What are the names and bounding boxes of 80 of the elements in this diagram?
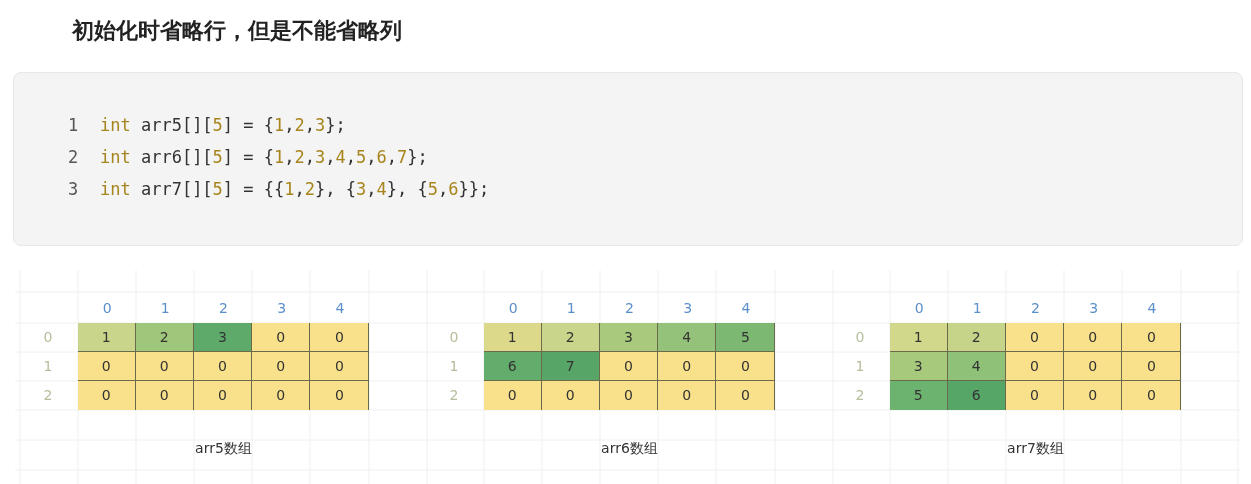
row-index: 1 — [854, 358, 866, 374]
row-index: 0 — [448, 329, 460, 345]
table-cell: 5 — [889, 380, 948, 410]
column-index: 1 — [565, 300, 577, 316]
table-cell: 0 — [1122, 380, 1181, 410]
table-cell: 0 — [1005, 380, 1065, 410]
table-cell: 2 — [135, 322, 194, 352]
table-cell: 4 — [947, 351, 1006, 381]
table-cell: 0 — [77, 380, 136, 410]
table-cell: 0 — [483, 380, 542, 410]
table-cell: 0 — [135, 351, 194, 381]
line-number: 1 — [68, 115, 79, 135]
table-caption: arr6数组 — [600, 440, 659, 458]
table-cell: 1 — [483, 322, 542, 352]
table-cell: 7 — [541, 351, 600, 381]
column-index: 4 — [740, 300, 752, 316]
column-index: 4 — [1146, 300, 1158, 316]
line-number: 3 — [68, 179, 79, 199]
table-cell: 0 — [252, 380, 311, 410]
column-index: 0 — [913, 300, 925, 316]
table-cell: 0 — [193, 351, 253, 381]
code-line: int arr6[][5] = {1,2,3,4,5,6,7}; — [100, 147, 428, 167]
table-cell: 0 — [252, 322, 311, 352]
table-cell: 3 — [599, 322, 659, 352]
column-index: 3 — [1088, 300, 1100, 316]
table-cell: 1 — [77, 322, 136, 352]
row-index: 1 — [42, 358, 54, 374]
table-cell: 6 — [947, 380, 1006, 410]
table-cell: 0 — [716, 351, 775, 381]
column-index: 2 — [218, 300, 229, 316]
table-cell: 0 — [310, 351, 369, 381]
column-index: 1 — [159, 300, 171, 316]
column-index: 4 — [334, 300, 346, 316]
row-index: 2 — [854, 387, 866, 403]
table-cell: 0 — [1122, 322, 1181, 352]
table-cell: 6 — [483, 351, 542, 381]
row-index: 1 — [448, 358, 460, 374]
table-cell: 3 — [889, 351, 948, 381]
code-line: int arr5[][5] = {1,2,3}; — [100, 115, 346, 135]
table-cell: 0 — [1005, 351, 1065, 381]
row-index: 0 — [854, 329, 866, 345]
table-cell: 1 — [889, 322, 948, 352]
table-cell: 3 — [193, 322, 253, 352]
table-caption: arr7数组 — [1006, 440, 1065, 458]
table-cell: 0 — [310, 322, 369, 352]
table-cell: 0 — [1005, 322, 1065, 352]
table-cell: 0 — [135, 380, 194, 410]
column-index: 0 — [507, 300, 519, 316]
row-index: 2 — [448, 387, 460, 403]
table-cell: 0 — [599, 380, 659, 410]
table-cell: 0 — [541, 380, 600, 410]
table-cell: 4 — [658, 322, 717, 352]
column-index: 0 — [101, 300, 113, 316]
table-cell: 0 — [252, 351, 311, 381]
table-cell: 0 — [77, 351, 136, 381]
table-cell: 0 — [1064, 351, 1123, 381]
table-cell: 0 — [1064, 380, 1123, 410]
column-index: 1 — [971, 300, 983, 316]
table-cell: 0 — [716, 380, 775, 410]
column-index: 3 — [276, 300, 288, 316]
line-number: 2 — [68, 147, 79, 167]
table-cell: 0 — [193, 380, 253, 410]
row-index: 0 — [42, 329, 54, 345]
code-block — [13, 72, 1243, 246]
table-cell: 0 — [599, 351, 659, 381]
column-index: 3 — [682, 300, 694, 316]
table-cell: 5 — [716, 322, 775, 352]
table-cell: 0 — [310, 380, 369, 410]
column-index: 2 — [624, 300, 635, 316]
code-line: int arr7[][5] = {{1,2}, {3,4}, {5,6}}; — [100, 179, 490, 199]
heading: 初始化时省略行，但是不能省略列 — [72, 17, 402, 45]
table-caption: arr5数组 — [194, 440, 253, 458]
table-cell: 2 — [541, 322, 600, 352]
table-cell: 0 — [658, 380, 717, 410]
table-cell: 0 — [1064, 322, 1123, 352]
row-index: 2 — [42, 387, 54, 403]
table-cell: 0 — [658, 351, 717, 381]
table-cell: 0 — [1122, 351, 1181, 381]
table-cell: 2 — [947, 322, 1006, 352]
column-index: 2 — [1030, 300, 1041, 316]
